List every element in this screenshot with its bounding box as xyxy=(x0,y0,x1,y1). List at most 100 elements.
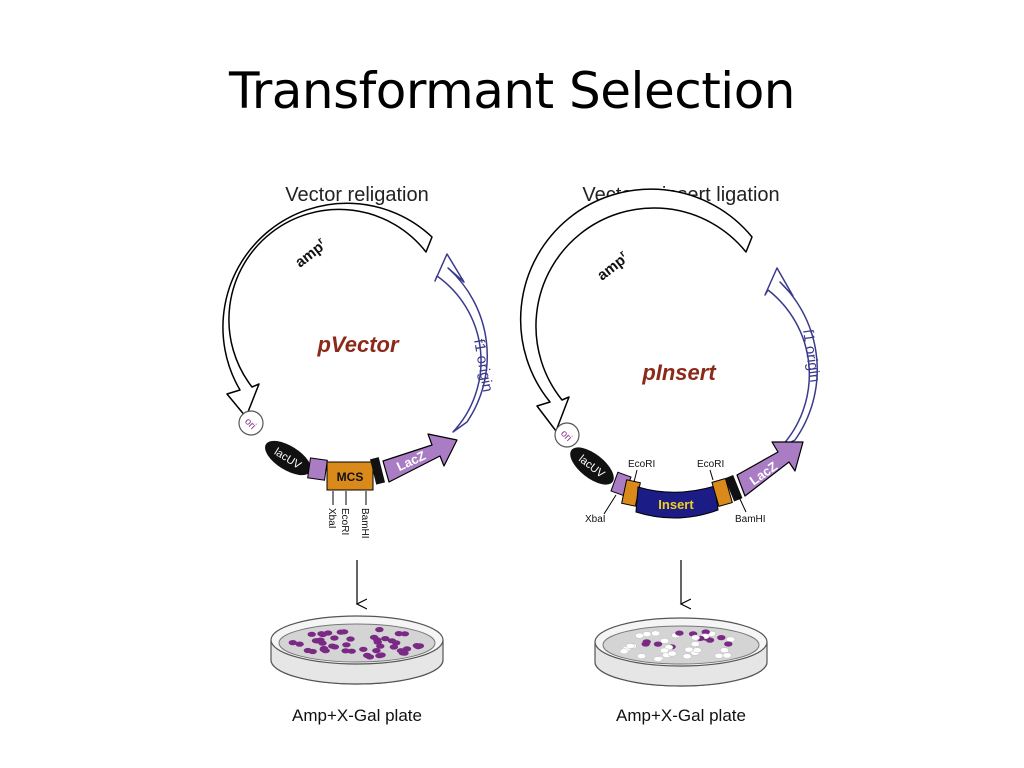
plasmid-name: pVector xyxy=(316,332,400,357)
colony xyxy=(690,641,700,647)
ori-marker xyxy=(238,410,264,436)
colony xyxy=(311,638,321,644)
colony xyxy=(387,638,397,644)
colony xyxy=(653,641,663,647)
colony xyxy=(637,653,646,659)
site-label-bamhi: BamHI xyxy=(735,514,766,525)
colony xyxy=(377,652,386,658)
panel-vector-religation: Vector religation ampr f1 origin pVector… xyxy=(222,184,496,725)
colony xyxy=(701,629,710,635)
colony xyxy=(402,646,412,652)
bamhi-site-block xyxy=(724,475,743,502)
slide-title: Transformant Selection xyxy=(229,62,795,120)
insert-block xyxy=(635,485,719,519)
panel-heading: Vector religation xyxy=(285,184,428,206)
ecori-right-block xyxy=(711,477,733,508)
petri-plate xyxy=(270,615,444,685)
f1-origin-arrow xyxy=(764,267,818,448)
f1-origin-label: f1 origin xyxy=(470,338,496,394)
ecori-left-tick xyxy=(633,469,638,483)
colony xyxy=(619,648,629,655)
colony xyxy=(720,647,729,654)
colony xyxy=(394,631,404,637)
colony xyxy=(373,639,382,645)
amp-resistance-gene-arrow xyxy=(519,188,753,432)
colony xyxy=(359,646,368,652)
colony xyxy=(651,630,661,637)
site-label-ecori: EcoRI xyxy=(339,508,350,535)
xbai-tick xyxy=(603,494,617,515)
colony xyxy=(303,647,313,654)
colony xyxy=(714,652,724,659)
lacuv-promoter xyxy=(570,447,614,485)
colony xyxy=(328,643,337,649)
ecori-right-tick xyxy=(709,469,714,481)
petri-plate xyxy=(594,617,768,687)
colony xyxy=(659,647,669,654)
colony xyxy=(336,629,345,635)
mcs-label: MCS xyxy=(337,470,364,484)
amp-label: ampr xyxy=(593,249,632,285)
bamhi-site-block xyxy=(369,457,385,485)
colony xyxy=(415,643,425,649)
colony xyxy=(675,630,684,636)
site-label-bamhi: BamHI xyxy=(359,508,370,539)
lacz-gene-arrow xyxy=(382,433,458,483)
colony xyxy=(692,647,702,654)
site-label-xbai: XbaI xyxy=(326,508,337,529)
colony xyxy=(717,635,726,641)
colony xyxy=(365,654,375,660)
amp-resistance-gene-arrow xyxy=(222,202,433,418)
colony xyxy=(400,631,410,637)
colony xyxy=(347,648,356,654)
bamhi-tick xyxy=(738,496,747,513)
colony xyxy=(642,639,651,645)
colony xyxy=(375,627,384,633)
site-label-ecori-left: EcoRI xyxy=(628,459,655,470)
colony xyxy=(726,636,735,643)
colony xyxy=(667,650,677,657)
lacuv-promoter xyxy=(265,440,311,476)
colony xyxy=(319,645,329,652)
colony xyxy=(342,642,351,648)
colony xyxy=(635,632,645,639)
mcs-block xyxy=(326,461,374,491)
plasmid-name: pInsert xyxy=(641,360,717,385)
insert-label: Insert xyxy=(658,497,694,512)
amp-label: ampr xyxy=(291,236,330,272)
colony xyxy=(323,630,333,636)
colony xyxy=(372,648,381,654)
ori-marker xyxy=(554,422,580,448)
colony xyxy=(400,650,409,656)
colony xyxy=(369,634,379,640)
site-label-ecori-right: EcoRI xyxy=(697,459,724,470)
colony xyxy=(330,635,339,641)
f1-origin-label: f1 origin xyxy=(799,328,823,383)
colony xyxy=(295,641,304,647)
lacz-gene-arrow xyxy=(736,441,804,497)
colony xyxy=(288,640,297,646)
plate-label: Amp+X-Gal plate xyxy=(292,706,422,725)
xbai-site-block xyxy=(307,457,328,481)
f1-origin-arrow xyxy=(434,253,489,433)
panel-vector-insert-ligation: Vector + insert ligation ampr f1 origin … xyxy=(519,184,823,725)
colony xyxy=(346,636,355,642)
colony xyxy=(724,641,733,647)
colony xyxy=(307,631,316,637)
site-label-xbai: XbaI xyxy=(585,514,606,525)
plate-label: Amp+X-Gal plate xyxy=(616,706,746,725)
colony xyxy=(389,644,399,650)
colony xyxy=(625,643,635,649)
colony xyxy=(684,646,694,653)
colony xyxy=(660,638,670,644)
colony xyxy=(381,636,390,642)
colony xyxy=(653,656,663,662)
colony xyxy=(682,653,692,660)
colony xyxy=(691,634,700,641)
colony xyxy=(376,643,385,649)
colony xyxy=(722,652,732,659)
colony xyxy=(317,631,326,637)
colonies-blue xyxy=(288,627,425,660)
colonies-mixed xyxy=(619,629,735,662)
